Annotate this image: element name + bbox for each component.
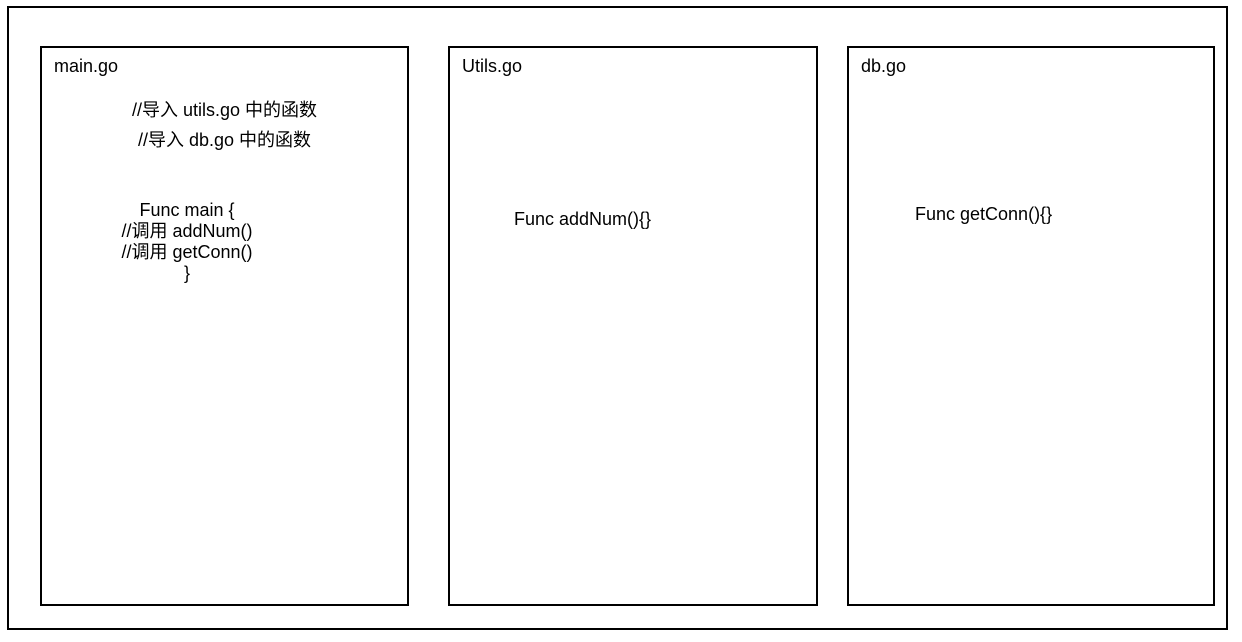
code-line-call-addnum: //调用 addNum() (121, 221, 253, 241)
file-title-utils-go: Utils.go (462, 56, 523, 76)
import-comment-utils: //导入 utils.go 中的函数 (131, 100, 318, 120)
import-comment-db: //导入 db.go 中的函数 (137, 130, 312, 150)
code-line-call-getconn: //调用 getConn() (121, 242, 253, 262)
file-box-main-go: main.go //导入 utils.go 中的函数 //导入 db.go 中的… (40, 46, 409, 606)
file-title-db-go: db.go (861, 56, 907, 76)
main-func-code-block: Func main { //调用 addNum() //调用 getConn()… (42, 200, 332, 284)
addnum-func-declaration: Func addNum(){} (514, 209, 652, 229)
file-box-db-go: db.go Func getConn(){} (847, 46, 1215, 606)
outer-frame: main.go //导入 utils.go 中的函数 //导入 db.go 中的… (7, 6, 1228, 630)
file-title-main-go: main.go (54, 56, 119, 76)
file-box-utils-go: Utils.go Func addNum(){} (448, 46, 818, 606)
getconn-func-declaration: Func getConn(){} (915, 204, 1053, 224)
code-line-func-main-open: Func main { (139, 200, 235, 220)
code-line-close-brace: } (183, 263, 190, 283)
